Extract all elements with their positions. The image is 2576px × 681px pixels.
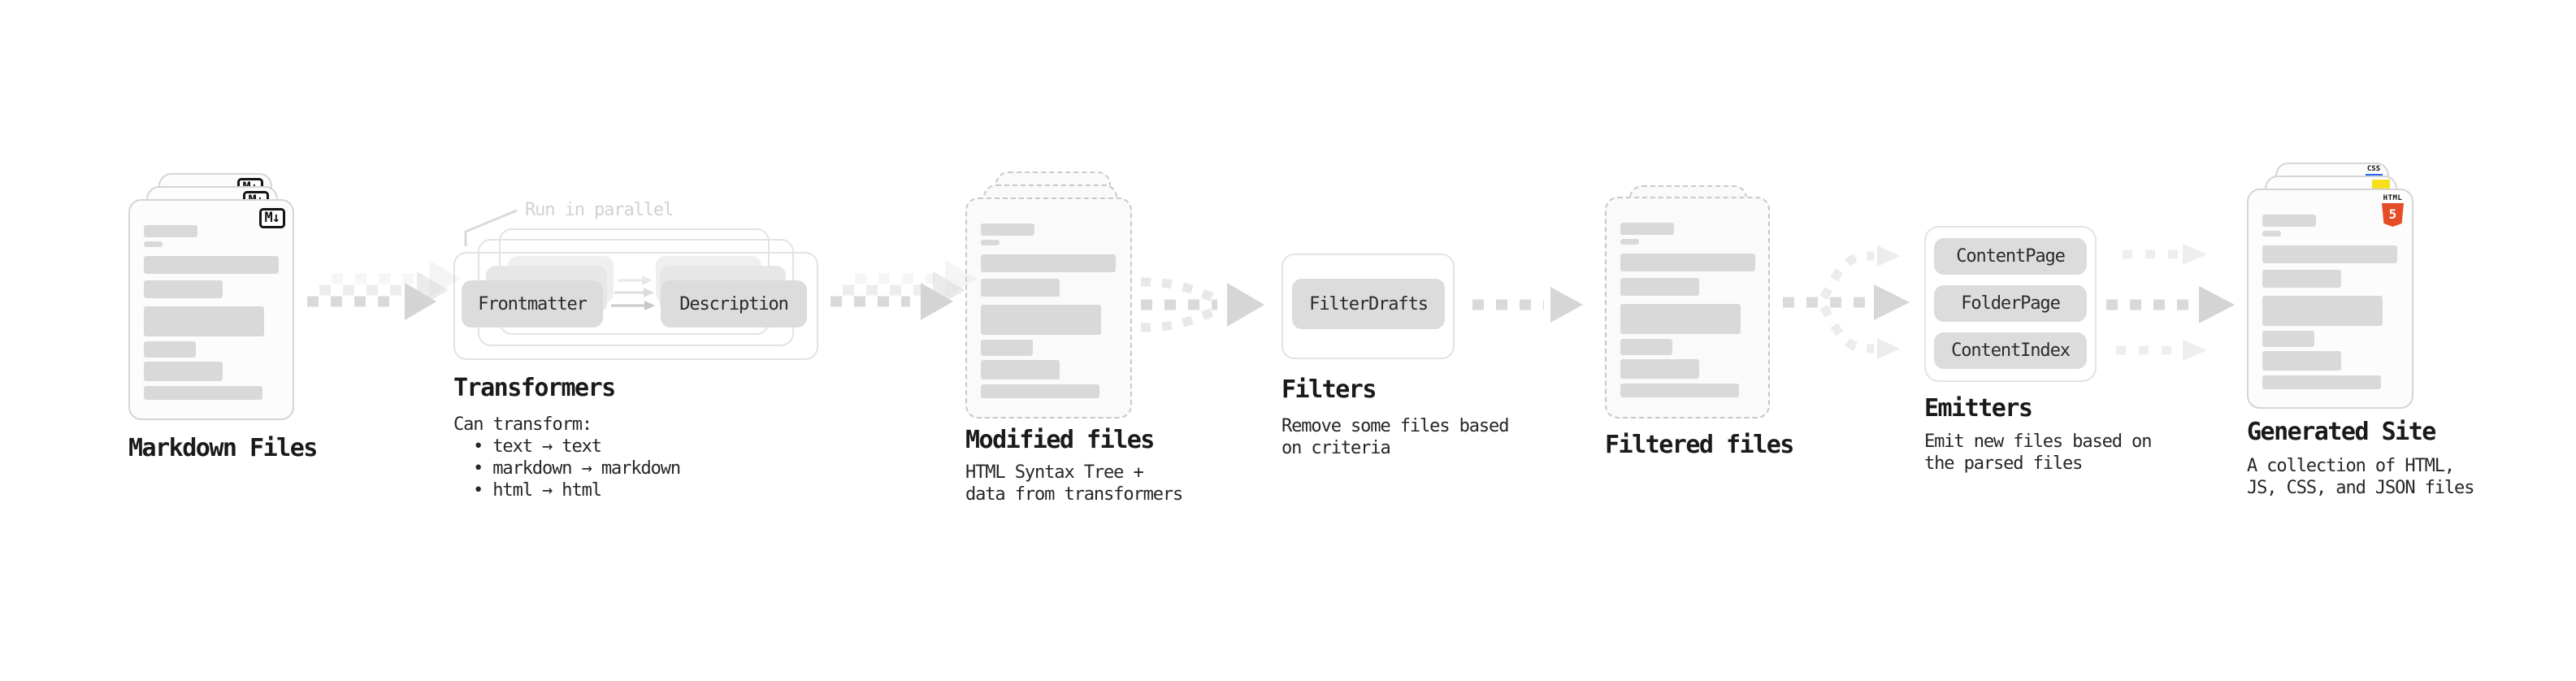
generated-site-label: Generated Site — [2247, 418, 2436, 446]
filters-label: Filters — [1281, 375, 1377, 404]
modified-files-description: HTML Syntax Tree + data from transformer… — [965, 462, 1183, 505]
text-placeholder-bar — [2262, 351, 2341, 371]
description-line: HTML Syntax Tree + — [965, 462, 1144, 483]
text-placeholder-bar — [981, 340, 1033, 356]
filters-container — [1281, 254, 1455, 359]
modified-doc-front — [965, 197, 1132, 419]
text-placeholder-bar — [1620, 359, 1699, 379]
text-placeholder-bar — [144, 256, 279, 274]
arrow-transformers-to-modified — [830, 260, 978, 320]
description-line: the parsed files — [1924, 453, 2083, 474]
text-placeholder-bar — [1620, 384, 1739, 397]
folderpage-box: FolderPage — [1934, 285, 2087, 322]
css-label: CSS — [2366, 165, 2381, 173]
description-line: Remove some files based — [1281, 416, 1509, 436]
run-in-parallel-label: Run in parallel — [525, 200, 674, 220]
text-placeholder-bar — [2262, 270, 2341, 288]
emitters-container — [1924, 226, 2097, 382]
text-placeholder-bar — [144, 280, 223, 298]
text-placeholder-bar — [1620, 223, 1674, 235]
text-placeholder-bar — [144, 362, 223, 381]
text-placeholder-bar — [2262, 231, 2281, 236]
markdown-files-label: Markdown Files — [128, 434, 318, 462]
text-placeholder-bar — [981, 384, 1099, 398]
filtered-files-label: Filtered files — [1605, 431, 1794, 459]
text-placeholder-bar — [981, 223, 1034, 236]
arrow-filters-to-filtered — [1472, 287, 1583, 323]
html5-shield: 5 — [2382, 203, 2404, 227]
contentindex-box: ContentIndex — [1934, 332, 2087, 369]
arrow-modified-to-filters-merge — [1140, 277, 1264, 332]
description-line: Can transform: — [453, 414, 592, 435]
text-placeholder-bar — [981, 254, 1116, 272]
generated-site-description: A collection of HTML, JS, CSS, and JSON … — [2247, 455, 2474, 499]
text-placeholder-bar — [2262, 245, 2397, 263]
text-placeholder-bar — [2262, 296, 2383, 326]
filtered-doc-front — [1605, 197, 1770, 419]
text-placeholder-bar — [144, 386, 262, 400]
description-line: on criteria — [1281, 438, 1391, 458]
text-placeholder-bar — [2262, 331, 2314, 347]
description-line: • text → text — [473, 436, 602, 457]
text-placeholder-bar — [1620, 278, 1699, 296]
transformer-container-front — [453, 252, 818, 360]
text-placeholder-bar — [981, 305, 1101, 335]
text-placeholder-bar — [2262, 375, 2381, 389]
arrow-filtered-to-emitters-fanout — [1783, 245, 1910, 359]
frontmatter-box: Frontmatter — [462, 280, 603, 327]
transformers-label: Transformers — [453, 374, 616, 402]
text-placeholder-bar — [144, 306, 264, 336]
text-placeholder-bar — [981, 360, 1060, 380]
markdown-icon: M↓ — [258, 208, 285, 228]
emitters-label: Emitters — [1924, 394, 2033, 423]
description-box: Description — [661, 280, 807, 327]
text-placeholder-bar — [144, 341, 196, 358]
arrows-emitters-to-site — [2106, 244, 2235, 361]
contentpage-box: ContentPage — [1934, 238, 2087, 275]
text-placeholder-bar — [1620, 339, 1672, 355]
description-line: JS, CSS, and JSON files — [2247, 478, 2474, 498]
markdown-doc-front: M↓ — [128, 199, 294, 420]
transformers-description: Can transform: • text → text • markdown … — [453, 414, 681, 501]
text-placeholder-bar — [2262, 215, 2316, 227]
text-placeholder-bar — [1620, 254, 1755, 271]
emitters-description: Emit new files based on the parsed files — [1924, 431, 2152, 475]
description-line: data from transformers — [965, 484, 1183, 505]
generated-doc-front: HTML 5 — [2247, 189, 2413, 409]
filterdrafts-box: FilterDrafts — [1292, 279, 1445, 329]
text-placeholder-bar — [1620, 304, 1741, 334]
description-line: A collection of HTML, — [2247, 456, 2455, 476]
modified-files-label: Modified files — [965, 426, 1155, 454]
text-placeholder-bar — [981, 279, 1060, 297]
arrow-markdown-to-transformers — [307, 260, 461, 320]
filters-description: Remove some files based on criteria — [1281, 415, 1509, 459]
description-line: Emit new files based on — [1924, 432, 2152, 452]
text-placeholder-bar — [981, 240, 1000, 245]
text-placeholder-bar — [144, 241, 163, 247]
description-line: • html → html — [473, 480, 602, 501]
description-line: • markdown → markdown — [473, 458, 681, 479]
html5-icon: HTML 5 — [2382, 194, 2404, 227]
text-placeholder-bar — [1620, 239, 1639, 245]
html5-label: HTML — [2383, 194, 2403, 202]
text-placeholder-bar — [144, 225, 197, 237]
